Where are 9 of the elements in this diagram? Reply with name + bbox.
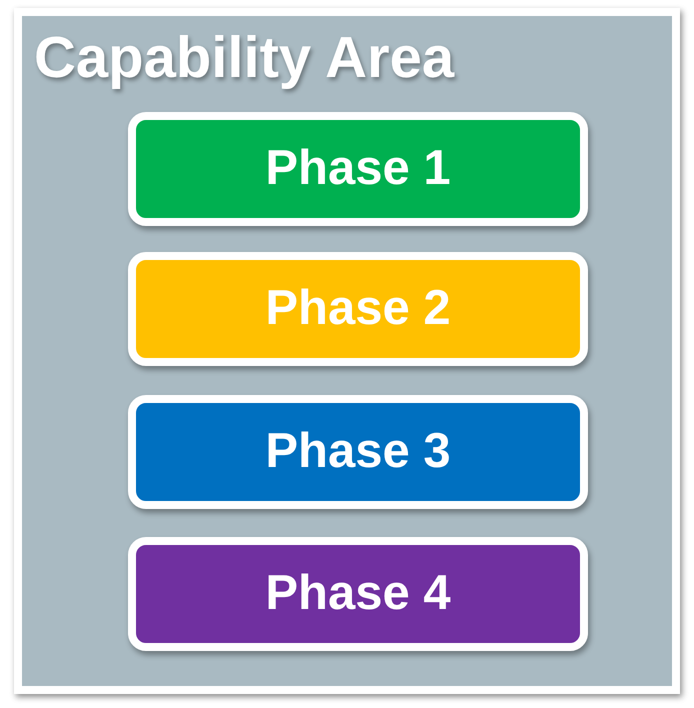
phase-label: Phase 1 [265,142,451,196]
phase-label: Phase 2 [265,282,451,336]
phase-label: Phase 4 [265,567,451,621]
phase-box [128,395,588,509]
panel-title: Capability Area [34,26,454,90]
phase-box [128,112,588,226]
phase-box [128,537,588,651]
phase-label: Phase 3 [265,425,451,479]
phase-box [128,252,588,366]
